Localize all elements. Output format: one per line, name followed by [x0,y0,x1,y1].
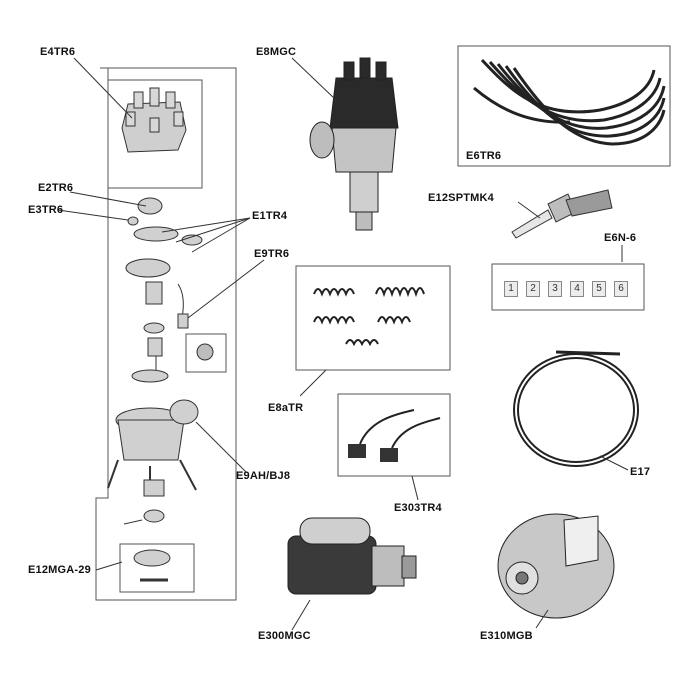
springs-illustration [295,265,451,371]
insulator-6: 6 [614,281,628,297]
distributor-illustration [309,57,399,231]
ht-leads-illustration [457,45,671,167]
label-E12SPTMK4: E12SPTMK4 [428,192,494,204]
label-E9TR6: E9TR6 [254,248,290,260]
insulator-3: 3 [548,281,562,297]
label-E310MGB: E310MGB [480,630,533,642]
label-E8aTR: E8aTR [268,402,304,414]
starter-motor-illustration [287,517,417,595]
insulator-2: 2 [526,281,540,297]
label-E3TR6: E3TR6 [28,204,64,216]
insulator-set-box [491,263,645,311]
distributor-exploded-frame [95,67,237,601]
spark-plug-illustration [511,189,613,239]
label-E9AH-BJ8: E9AH/BJ8 [236,470,291,482]
label-E2TR6: E2TR6 [38,182,74,194]
label-E1TR4: E1TR4 [252,210,288,222]
label-E12MGA-29: E12MGA-29 [28,564,91,576]
label-E6TR6: E6TR6 [466,150,502,162]
label-E6N-6: E6N-6 [604,232,637,244]
insulator-row: 1 2 3 4 5 6 [504,281,628,297]
alternator-illustration [497,513,615,619]
label-E303TR4: E303TR4 [394,502,442,514]
exploded-distributor-parts [107,197,227,593]
label-E17: E17 [630,466,651,478]
distributor-cap-illustration [107,79,203,189]
insulator-5: 5 [592,281,606,297]
leader-lines [57,57,629,631]
label-E4TR6: E4TR6 [40,46,76,58]
brushes-illustration [337,393,451,477]
insulator-1: 1 [504,281,518,297]
label-E8MGC: E8MGC [256,46,297,58]
insulator-4: 4 [570,281,584,297]
label-E300MGC: E300MGC [258,630,311,642]
cable-illustration [513,350,639,467]
